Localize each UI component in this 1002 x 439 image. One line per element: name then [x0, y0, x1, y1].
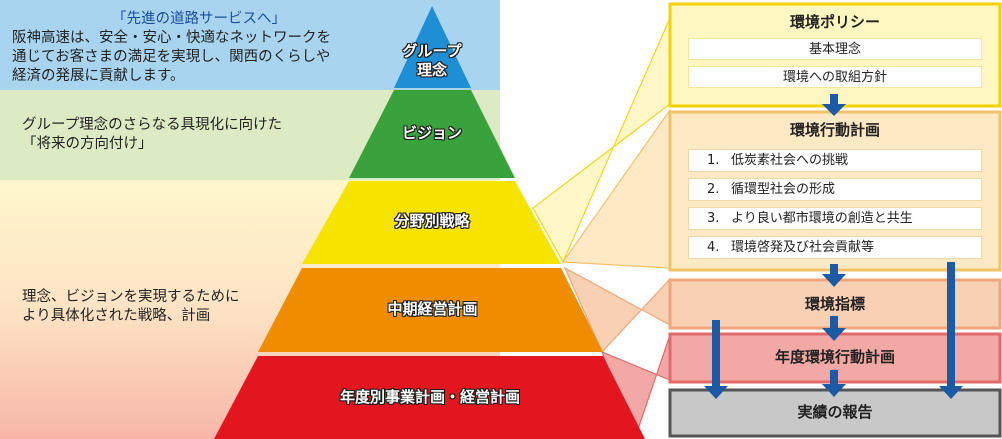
tier-label-strategy: 分野別戦略: [394, 212, 470, 230]
vision-text: グループ理念のさらなる具現化に向けた 「将来の方向付け」: [22, 116, 352, 154]
tier-label-vision: ビジョン: [401, 124, 462, 142]
action-plan-item-4-num: 4.: [707, 240, 720, 255]
action-plan-item-1-num: 1.: [707, 153, 720, 168]
group-slogan: 「先進の道路サービスへ」: [112, 11, 286, 27]
arrow-policy-to-action-plan: [822, 94, 846, 116]
policy-title: 環境ポリシー: [789, 13, 880, 31]
policy-item-approach: 環境への取組方針: [688, 66, 982, 88]
arrow-annual-plan-to-results: [822, 370, 846, 397]
vision-description-line-2: 「将来の方向付け」: [22, 136, 153, 152]
tier-label-group-line-1: グループ: [402, 42, 462, 60]
arrow-action-plan-to-indicators: [822, 264, 846, 287]
strategy-description-line-1: 理念、ビジョンを実現するために: [22, 289, 240, 305]
tier-vision: [349, 90, 515, 178]
action-plan-item-4: 4. 環境啓発及び社会貢献等: [688, 236, 982, 259]
group-description-line-3: 経済の発展に貢献します。: [12, 68, 185, 84]
tier-label-midterm-plan: 中期経営計画: [387, 300, 478, 318]
action-plan-item-1-text: 低炭素社会への挑戦: [731, 153, 849, 168]
indicators-title: 環境指標: [804, 295, 865, 313]
group-philosophy-text: 「先進の道路サービスへ」 阪神高速は、安全・安心・快適なネットワークを 通じてお…: [12, 10, 382, 86]
tier-label-group-line-2: 理念: [416, 61, 447, 79]
action-plan-title: 環境行動計画: [789, 121, 880, 139]
policy-item-basic-philosophy: 基本理念: [688, 38, 982, 60]
group-description-line-2: 通じてお客さまの満足を実現し、関西のくらしや: [12, 49, 331, 65]
action-plan-item-2-num: 2.: [707, 182, 720, 197]
tier-label-group-philosophy: グループ 理念: [392, 42, 472, 80]
action-plan-item-2-text: 循環型社会の形成: [731, 182, 836, 197]
arrow-indicators-to-annual-plan: [822, 316, 846, 341]
arrow-right-to-results: [939, 262, 963, 399]
group-description-line-1: 阪神高速は、安全・安心・快適なネットワークを: [12, 30, 331, 46]
tier-strategy: [302, 181, 561, 264]
annual-plan-title: 年度環境行動計画: [774, 348, 895, 366]
tier-midterm-plan: [258, 268, 603, 352]
action-plan-item-4-text: 環境啓発及び社会貢献等: [731, 240, 875, 255]
flow-arrows: [704, 94, 963, 399]
tier-group-philosophy: [394, 6, 471, 88]
action-plan-item-2: 2. 循環型社会の形成: [688, 178, 982, 201]
tier-label-annual-plan: 年度別事業計画・経営計画: [339, 388, 520, 406]
action-plan-item-3-num: 3.: [707, 211, 720, 226]
strategy-text: 理念、ビジョンを実現するために より具体化された戦略、計画: [22, 288, 322, 326]
tier-annual-plan: [214, 356, 645, 439]
vision-description-line-1: グループ理念のさらなる具現化に向けた: [22, 117, 283, 133]
arrow-left-to-results: [704, 320, 728, 399]
action-plan-item-3-text: より良い都市環境の創造と共生: [731, 211, 913, 226]
strategy-description-line-2: より具体化された戦略、計画: [22, 308, 211, 324]
action-plan-item-1: 1. 低炭素社会への挑戦: [688, 149, 982, 172]
results-title: 実績の報告: [797, 403, 873, 421]
action-plan-item-3: 3. より良い都市環境の創造と共生: [688, 207, 982, 230]
